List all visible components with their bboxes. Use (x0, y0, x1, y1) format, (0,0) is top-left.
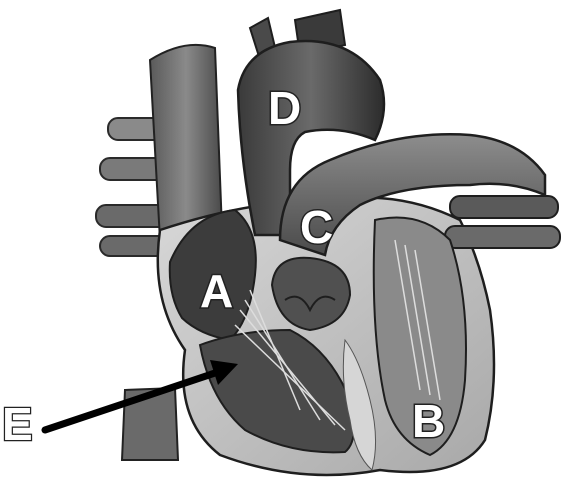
label-b: B (412, 395, 445, 447)
label-d: D (268, 82, 301, 134)
superior-vena-cava (150, 45, 222, 240)
label-c: C (300, 201, 333, 253)
label-a: A (200, 265, 233, 317)
label-e: E (2, 398, 33, 450)
